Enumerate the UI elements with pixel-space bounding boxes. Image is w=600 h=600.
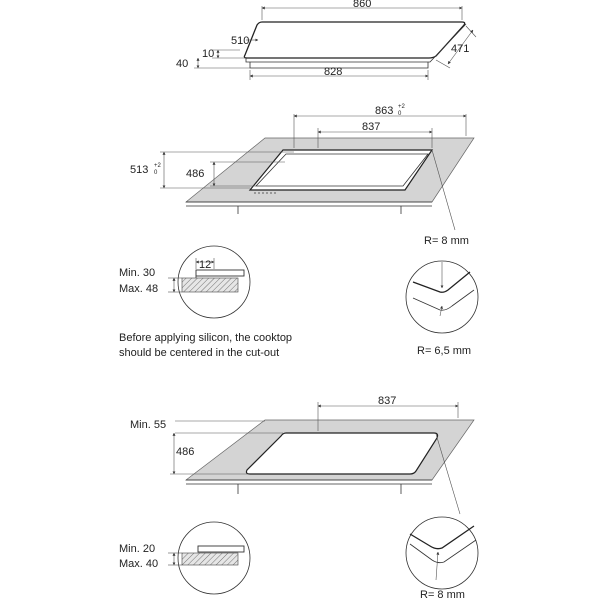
countertop-section-b [181, 552, 239, 566]
max-thickness-label-b: Max. 40 [119, 558, 158, 570]
outer-depth-tolerance-lower: 0 [154, 170, 158, 176]
cutout-view-b: 837 Min. 55 486 [130, 395, 475, 515]
corner-circle-b [405, 516, 479, 590]
cooktop-base [249, 62, 429, 69]
min-edge-label-b: Min. 55 [130, 419, 166, 431]
thickness-dimension: 10 [202, 48, 214, 60]
inner-width-dimension: 837 [362, 121, 380, 133]
countertop-section-a [181, 277, 239, 293]
cooktop-glass-edge [245, 23, 467, 63]
max-thickness-label-a: Max. 48 [119, 283, 158, 295]
section-circle-b [177, 521, 251, 595]
min-thickness-label-b: Min. 20 [119, 543, 155, 555]
corner-detail-b: R= 8 mm [405, 516, 479, 600]
corner-radius-inner-label: R= 6,5 mm [417, 345, 471, 357]
cutout-hole-b [245, 432, 439, 475]
cooktop-view: 860 510 471 10 40 828 [176, 0, 477, 80]
section-detail-a: 12 Min. 30 Max. 48 [119, 245, 251, 319]
inner-depth-dimension-b: 486 [176, 446, 194, 458]
corner-radius-outer-label: R= 8 mm [424, 235, 469, 247]
inner-depth-dimension: 486 [186, 168, 204, 180]
outer-depth-dimension: 513 [130, 164, 148, 176]
installation-note-line2: should be centered in the cut-out [119, 347, 279, 359]
depth-top-dimension: 510 [231, 35, 249, 47]
corner-radius-label-b: R= 8 mm [420, 589, 465, 600]
cooktop-section-a [195, 269, 245, 277]
base-width-dimension: 828 [324, 66, 342, 78]
cooktop-section-b [197, 545, 245, 553]
height-dimension: 40 [176, 58, 188, 70]
section-circle-a [177, 245, 251, 319]
corner-detail-a: R= 6,5 mm [405, 260, 479, 357]
outer-width-tolerance-upper: +2 [398, 104, 406, 110]
ledge-dimension: 12 [199, 259, 211, 271]
cutout-hole-a [248, 149, 434, 191]
installation-note-line1: Before applying silicon, the cooktop [119, 332, 292, 344]
outer-width-dimension: 863 [375, 105, 393, 117]
depth-side-dimension: 471 [451, 43, 469, 55]
min-thickness-label-a: Min. 30 [119, 267, 155, 279]
corner-circle-a [405, 260, 479, 334]
outer-depth-tolerance-upper: +2 [154, 163, 162, 169]
section-detail-b: Min. 20 Max. 40 [119, 521, 251, 595]
width-dimension: 860 [353, 0, 371, 10]
cutout-view-a: 863 +2 0 837 513 +2 0 486 R= 8 mm [130, 104, 475, 247]
cooktop-glass-top [243, 21, 466, 59]
outer-width-tolerance-lower: 0 [398, 111, 402, 117]
inner-width-dimension-b: 837 [378, 395, 396, 407]
